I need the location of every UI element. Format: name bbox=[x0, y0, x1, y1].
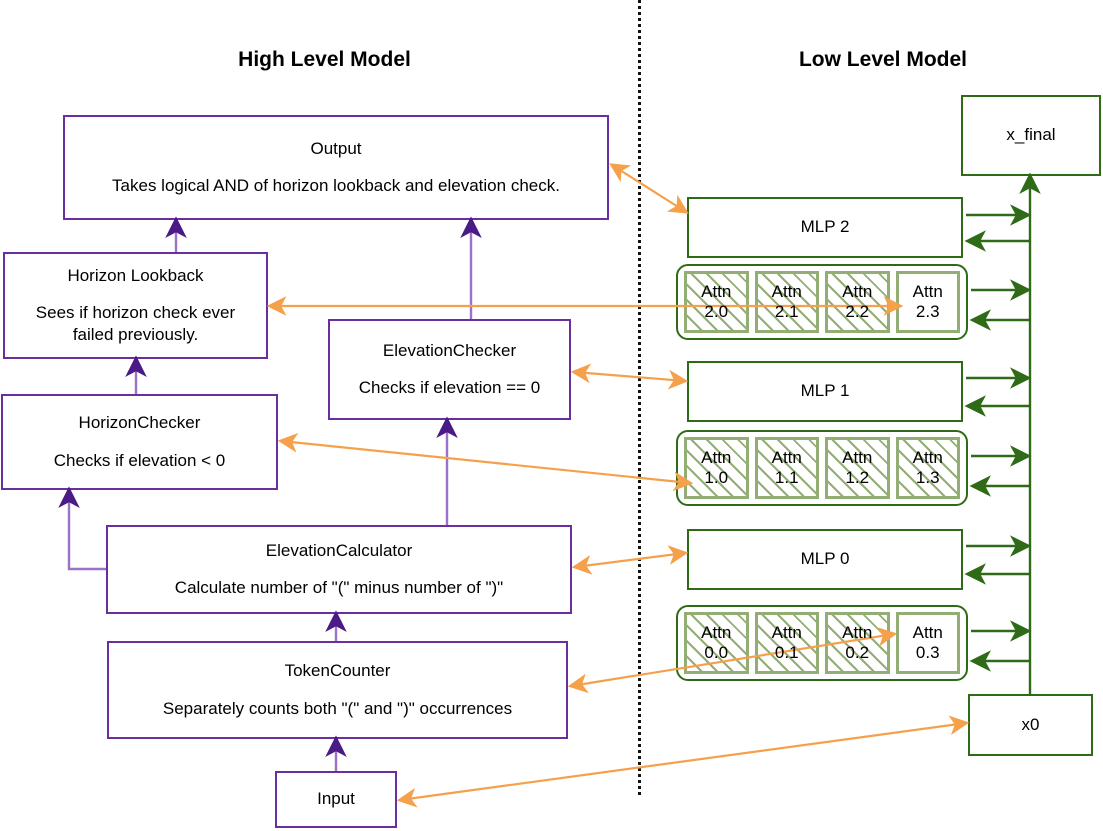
node-mlp-1[interactable]: MLP 1 bbox=[687, 361, 963, 422]
low-level-model-heading: Low Level Model bbox=[798, 48, 968, 71]
node-mlp-2[interactable]: MLP 2 bbox=[687, 197, 963, 258]
attn-head-1-2-bottom: 1.2 bbox=[845, 468, 870, 487]
map-elevation-calculator-to-mlp0 bbox=[571, 545, 689, 575]
node-output-title: Output bbox=[310, 138, 362, 158]
node-elevation-calculator[interactable]: ElevationCalculator Calculate number of … bbox=[106, 525, 572, 614]
attn-head-2-2[interactable]: Attn 2.2 bbox=[825, 271, 890, 333]
attn-head-2-1-top: Attn bbox=[771, 282, 802, 302]
attn-head-2-1-bottom: 2.1 bbox=[774, 302, 799, 321]
node-x-final-title: x_final bbox=[1006, 125, 1056, 145]
node-mlp-2-label: MLP 2 bbox=[800, 217, 850, 237]
node-horizon-checker-desc: Checks if elevation < 0 bbox=[53, 450, 226, 470]
attn-head-2-0[interactable]: Attn 2.0 bbox=[684, 271, 749, 333]
node-token-counter-title: TokenCounter bbox=[284, 661, 391, 681]
attn-head-0-2-top: Attn bbox=[842, 623, 873, 643]
node-elevation-checker-title: ElevationChecker bbox=[382, 340, 517, 360]
node-horizon-lookback-desc: Sees if horizon check ever failed previo… bbox=[35, 303, 236, 344]
node-horizon-checker[interactable]: HorizonChecker Checks if elevation < 0 bbox=[1, 394, 278, 490]
attn-head-0-3[interactable]: Attn 0.3 bbox=[895, 612, 960, 674]
attn-head-2-3-bottom: 2.3 bbox=[915, 302, 940, 321]
map-output-to-mlp2 bbox=[609, 163, 689, 214]
node-horizon-lookback-title: Horizon Lookback bbox=[67, 266, 204, 286]
wire-elevation-calculator-to-horizon-checker bbox=[58, 486, 106, 571]
node-input-title: Input bbox=[317, 789, 355, 809]
attn-head-1-2-top: Attn bbox=[842, 448, 873, 468]
attn-head-1-1[interactable]: Attn 1.1 bbox=[754, 437, 819, 499]
node-x-final[interactable]: x_final bbox=[961, 95, 1101, 176]
node-x0[interactable]: x0 bbox=[968, 694, 1093, 756]
attn-head-2-2-top: Attn bbox=[842, 282, 873, 302]
node-mlp-0-label: MLP 0 bbox=[800, 549, 850, 569]
attn-head-1-2[interactable]: Attn 1.2 bbox=[825, 437, 890, 499]
node-token-counter[interactable]: TokenCounter Separately counts both "(" … bbox=[107, 641, 568, 739]
attn-head-0-1-top: Attn bbox=[771, 623, 802, 643]
attn-head-1-0-bottom: 1.0 bbox=[704, 468, 729, 487]
attn-head-2-3[interactable]: Attn 2.3 bbox=[895, 271, 960, 333]
attn-head-2-0-top: Attn bbox=[701, 282, 732, 302]
attn-head-2-2-bottom: 2.2 bbox=[845, 302, 870, 321]
section-divider bbox=[638, 0, 641, 795]
node-token-counter-desc: Separately counts both "(" and ")" occur… bbox=[162, 698, 513, 718]
node-elevation-checker[interactable]: ElevationChecker Checks if elevation == … bbox=[328, 319, 571, 420]
attn-head-1-0-top: Attn bbox=[701, 448, 732, 468]
attn-head-2-3-top: Attn bbox=[912, 282, 943, 302]
attn-head-1-0[interactable]: Attn 1.0 bbox=[684, 437, 749, 499]
node-mlp-0[interactable]: MLP 0 bbox=[687, 529, 963, 590]
attn-head-0-0-bottom: 0.0 bbox=[704, 643, 729, 662]
node-output[interactable]: Output Takes logical AND of horizon look… bbox=[63, 115, 609, 220]
node-elevation-calculator-desc: Calculate number of "(" minus number of … bbox=[174, 578, 504, 598]
attn-head-0-0-top: Attn bbox=[701, 623, 732, 643]
node-elevation-calculator-title: ElevationCalculator bbox=[265, 540, 413, 560]
attn-head-0-2[interactable]: Attn 0.2 bbox=[825, 612, 890, 674]
attn-head-1-1-top: Attn bbox=[771, 448, 802, 468]
attn-group-layer-1: Attn 1.0 Attn 1.1 Attn 1.2 Attn 1.3 bbox=[676, 430, 968, 506]
attn-group-layer-0: Attn 0.0 Attn 0.1 Attn 0.2 Attn 0.3 bbox=[676, 605, 968, 681]
node-horizon-checker-title: HorizonChecker bbox=[78, 413, 201, 433]
node-mlp-1-label: MLP 1 bbox=[800, 381, 850, 401]
attn-head-1-3-bottom: 1.3 bbox=[915, 468, 940, 487]
node-output-desc: Takes logical AND of horizon lookback an… bbox=[112, 176, 560, 196]
attn-head-0-1[interactable]: Attn 0.1 bbox=[754, 612, 819, 674]
attn-head-0-0[interactable]: Attn 0.0 bbox=[684, 612, 749, 674]
attn-head-0-3-top: Attn bbox=[912, 623, 943, 643]
attn-head-2-0-bottom: 2.0 bbox=[704, 302, 729, 321]
attn-head-0-3-bottom: 0.3 bbox=[915, 643, 940, 662]
node-horizon-lookback[interactable]: Horizon Lookback Sees if horizon check e… bbox=[3, 252, 268, 359]
attn-group-layer-2: Attn 2.0 Attn 2.1 Attn 2.2 Attn 2.3 bbox=[676, 264, 968, 340]
high-level-model-heading: High Level Model bbox=[238, 48, 411, 71]
attn-head-1-1-bottom: 1.1 bbox=[774, 468, 799, 487]
map-horizon-checker-to-attn1 bbox=[277, 432, 694, 492]
node-x0-title: x0 bbox=[1021, 714, 1040, 734]
map-elevation-checker-to-mlp1 bbox=[570, 363, 689, 390]
attn-head-1-3-top: Attn bbox=[912, 448, 943, 468]
attn-head-0-1-bottom: 0.1 bbox=[774, 643, 799, 662]
attn-head-2-1[interactable]: Attn 2.1 bbox=[754, 271, 819, 333]
attn-head-1-3[interactable]: Attn 1.3 bbox=[895, 437, 960, 499]
attn-head-0-2-bottom: 0.2 bbox=[845, 643, 870, 662]
node-input[interactable]: Input bbox=[275, 771, 397, 828]
node-elevation-checker-desc: Checks if elevation == 0 bbox=[358, 378, 541, 398]
